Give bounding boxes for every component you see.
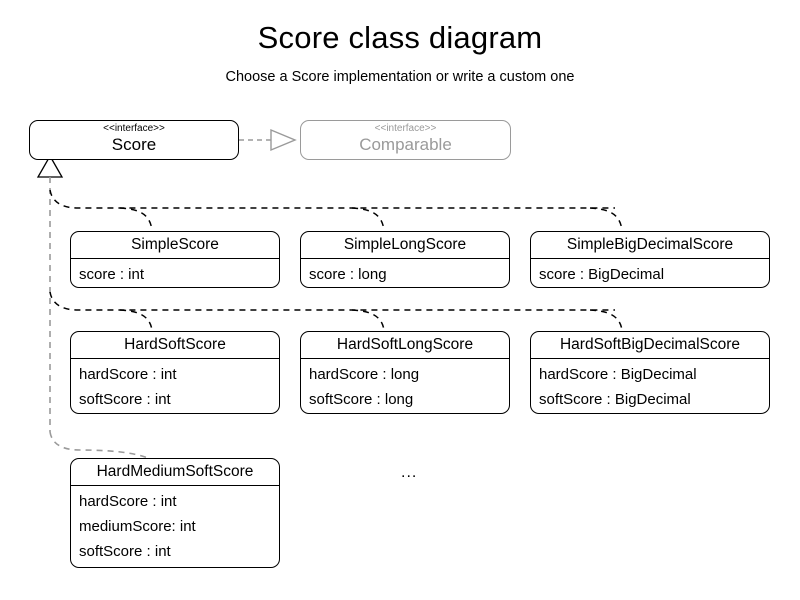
node-simplescore[interactable]: SimpleScore score : int (70, 231, 280, 288)
stereotype-label: <<interface>> (374, 123, 437, 134)
attribute: hardScore : BigDecimal (539, 366, 697, 383)
node-score-interface[interactable]: <<interface>> Score (29, 120, 239, 160)
attribute-list: score : long (301, 259, 509, 291)
attribute: score : int (79, 266, 145, 283)
attribute-list: hardScore : int softScore : int (71, 359, 279, 416)
attribute: score : long (309, 266, 387, 283)
node-title: SimpleBigDecimalScore (531, 232, 769, 259)
node-title: HardSoftBigDecimalScore (531, 332, 769, 359)
attribute: softScore : int (79, 391, 171, 408)
inheritance-bus-hardsoft-row (49, 291, 623, 331)
node-comparable-interface[interactable]: <<interface>> Comparable (300, 120, 511, 160)
comparable-interface-header: <<interface>> Comparable (301, 121, 510, 158)
attribute-list: hardScore : BigDecimal softScore : BigDe… (531, 359, 769, 416)
node-title: HardSoftScore (71, 332, 279, 359)
inheritance-bus-simple-row (49, 189, 623, 231)
attribute-list: score : int (71, 259, 279, 291)
stereotype-label: <<interface>> (103, 123, 165, 134)
page-subtitle: Choose a Score implementation or write a… (225, 69, 575, 85)
node-simplelongscore[interactable]: SimpleLongScore score : long (300, 231, 510, 288)
node-hardsoftscore[interactable]: HardSoftScore hardScore : int softScore … (70, 331, 280, 414)
node-title: SimpleScore (71, 232, 279, 259)
attribute-list: hardScore : int mediumScore: int softSco… (71, 486, 279, 568)
page-title: Score class diagram (257, 20, 543, 55)
realization-score-to-comparable (239, 128, 297, 152)
attribute: hardScore : long (309, 366, 420, 383)
attribute: hardScore : int (79, 366, 177, 383)
inheritance-branch-hardmediumsoft (49, 431, 149, 459)
node-title: Comparable (359, 135, 452, 154)
attribute-list: hardScore : long softScore : long (301, 359, 509, 416)
node-hardsoftbigdecimalscore[interactable]: HardSoftBigDecimalScore hardScore : BigD… (530, 331, 770, 414)
node-title: HardSoftLongScore (301, 332, 509, 359)
node-hardsoftlongscore[interactable]: HardSoftLongScore hardScore : long softS… (300, 331, 510, 414)
node-title: Score (111, 135, 157, 154)
node-title: SimpleLongScore (301, 232, 509, 259)
attribute: softScore : BigDecimal (539, 391, 691, 408)
attribute-list: score : BigDecimal (531, 259, 769, 291)
attribute: mediumScore: int (79, 518, 196, 535)
attribute: hardScore : int (79, 493, 177, 510)
node-title: HardMediumSoftScore (71, 459, 279, 486)
more-implementations-ellipsis: ... (401, 464, 418, 481)
node-hardmediumsoftscore[interactable]: HardMediumSoftScore hardScore : int medi… (70, 458, 280, 568)
node-simplebigdecimalscore[interactable]: SimpleBigDecimalScore score : BigDecimal (530, 231, 770, 288)
attribute: softScore : int (79, 543, 171, 560)
score-interface-header: <<interface>> Score (30, 121, 238, 158)
attribute: score : BigDecimal (539, 266, 665, 283)
attribute: softScore : long (309, 391, 414, 408)
